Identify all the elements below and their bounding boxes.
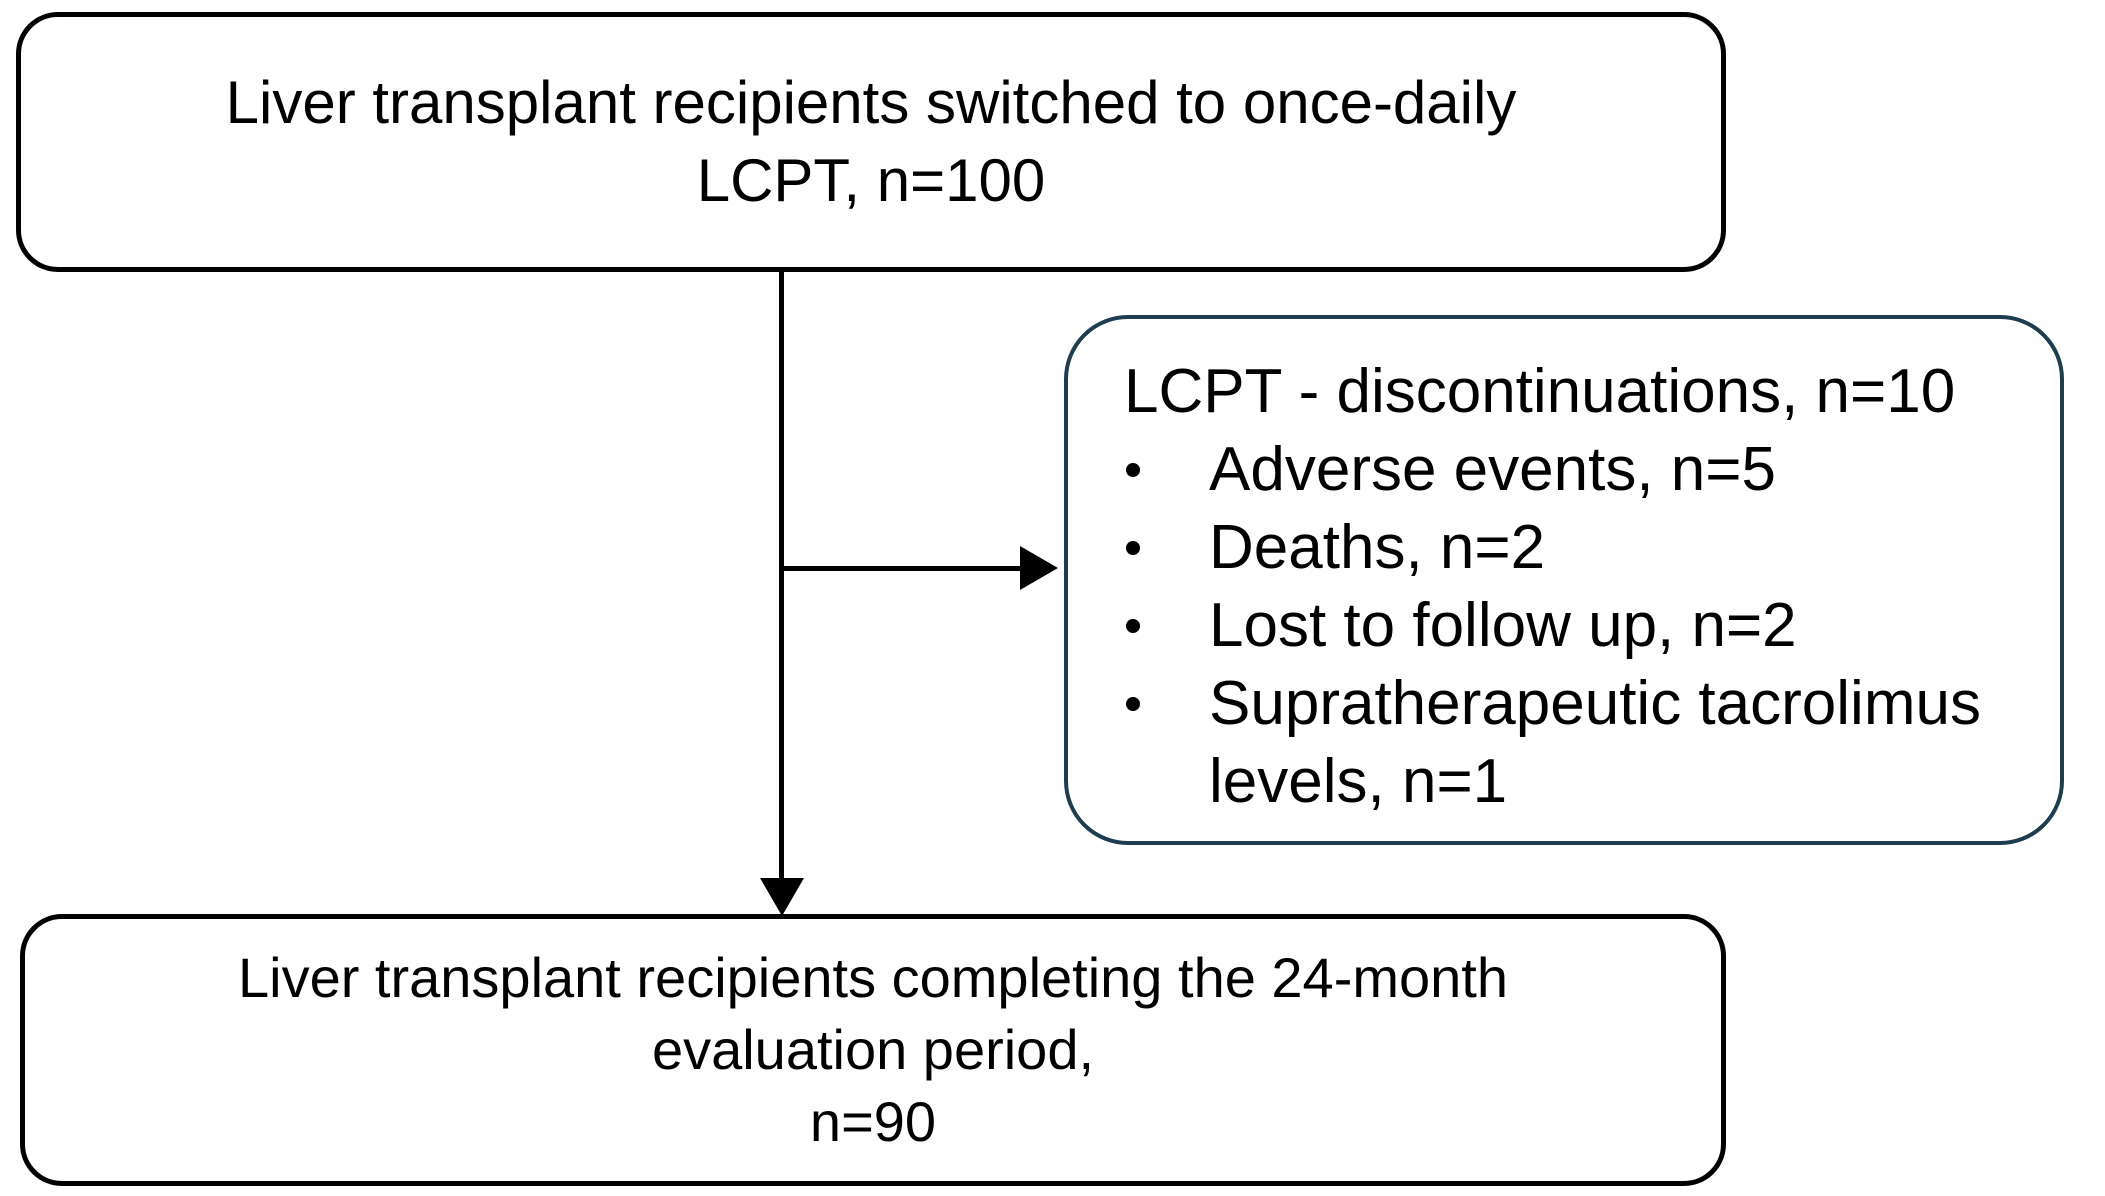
bullet-icon: [1126, 619, 1140, 633]
list-item-supratherapeutic-levels: Supratherapeutic tacrolimus levels, n=1: [1124, 665, 2040, 821]
bottom-box-line3: n=90: [809, 1090, 937, 1153]
list-item-label: Adverse events, n=5: [1209, 435, 1776, 504]
connector-vertical-line: [779, 272, 784, 882]
bottom-box-line2: evaluation period,: [651, 1018, 1095, 1081]
bottom-box-completed-evaluation: Liver transplant recipients completing t…: [20, 914, 1726, 1186]
list-item-adverse-events: Adverse events, n=5: [1124, 431, 2040, 509]
top-box-text: Liver transplant recipients switched to …: [226, 64, 1517, 220]
list-item-label: Deaths, n=2: [1209, 513, 1546, 582]
list-item-lost-to-follow-up: Lost to follow up, n=2: [1124, 587, 2040, 665]
top-box-line1: Liver transplant recipients switched to …: [225, 69, 1517, 136]
top-box-switched-to-lcpt: Liver transplant recipients switched to …: [16, 12, 1726, 272]
arrowhead-down-icon: [760, 878, 804, 916]
discontinuations-box: LCPT - discontinuations, n=10 Adverse ev…: [1064, 315, 2064, 845]
discontinuations-title: LCPT - discontinuations, n=10: [1124, 357, 1956, 426]
bottom-box-line1: Liver transplant recipients completing t…: [237, 946, 1508, 1009]
list-item-label: Lost to follow up, n=2: [1209, 591, 1797, 660]
top-box-line2: LCPT, n=100: [696, 147, 1046, 214]
discontinuations-list: Adverse events, n=5 Deaths, n=2 Lost to …: [1124, 431, 2040, 821]
bullet-icon: [1126, 697, 1140, 711]
list-item-deaths: Deaths, n=2: [1124, 509, 2040, 587]
connector-horizontal-line: [782, 566, 1022, 571]
bullet-icon: [1126, 463, 1140, 477]
bottom-box-text: Liver transplant recipients completing t…: [238, 942, 1508, 1158]
bullet-icon: [1126, 541, 1140, 555]
list-item-label: Supratherapeutic tacrolimus levels, n=1: [1209, 669, 1981, 816]
arrowhead-right-icon: [1020, 546, 1058, 590]
